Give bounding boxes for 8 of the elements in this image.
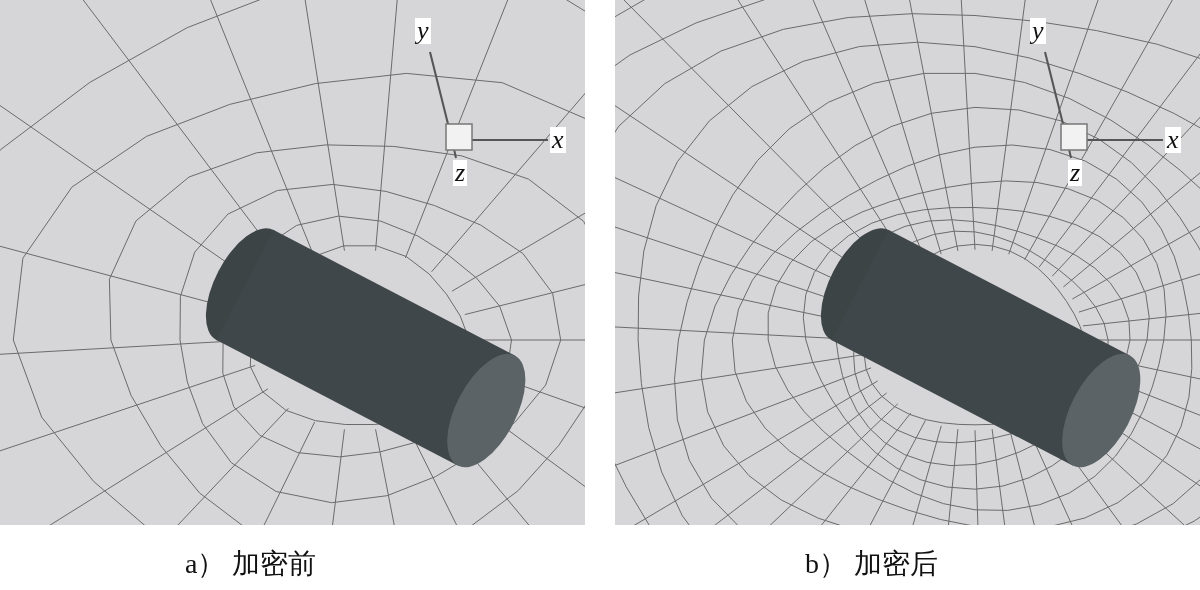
axis-label: y [1030,18,1046,44]
axis-label: x [1165,127,1181,153]
axis-label: y [415,18,431,44]
axis-label: z [453,160,468,186]
figure-caption: b） 加密后 [805,547,938,581]
figure-caption: a） 加密前 [185,547,317,581]
axis-label: x [550,127,566,153]
axis-label: z [1068,160,1083,186]
